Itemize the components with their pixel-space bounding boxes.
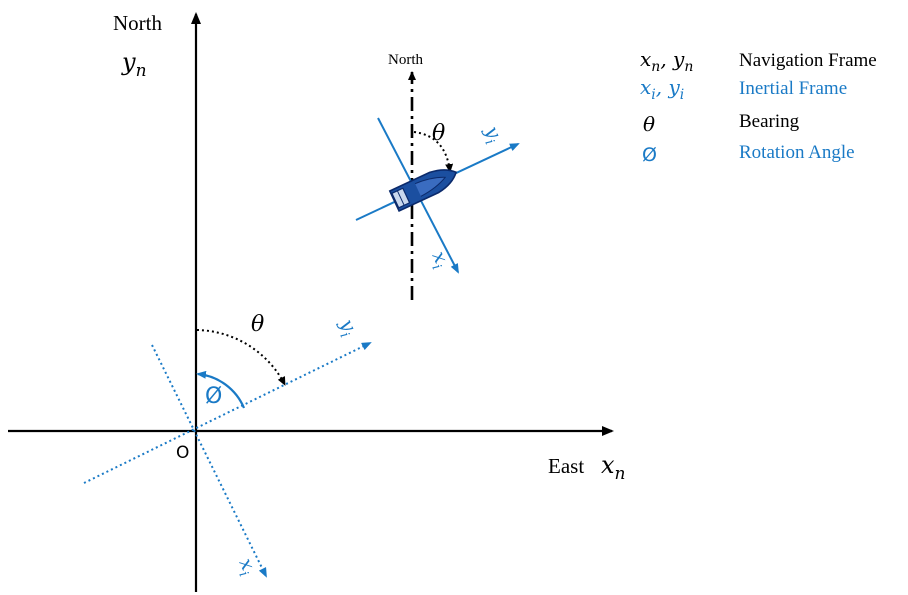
origin-yi-label: yi — [331, 315, 361, 340]
origin-yi-axis — [83, 342, 372, 484]
vessel-theta-label: θ — [432, 121, 445, 146]
legend-item-navigation-frame: xn, yn Navigation Frame — [640, 47, 877, 75]
legend-item-inertial-frame: xi, yi Inertial Frame — [640, 75, 847, 103]
legend-symbol: xi, yi — [640, 75, 684, 103]
xn-axis-label: xn — [601, 451, 626, 484]
origin-xi-axis — [151, 344, 267, 578]
legend-symbol: Ø — [642, 144, 657, 166]
boat-icon — [388, 169, 458, 213]
vessel-yi-label: yi — [476, 122, 506, 147]
origin-phi-label: Ø — [205, 384, 222, 409]
vessel-xi-label: xi — [424, 248, 454, 272]
origin-theta-arc — [196, 329, 286, 386]
origin-theta-label: θ — [251, 312, 264, 337]
vessel-north-label: North — [388, 52, 423, 68]
legend-text: Inertial Frame — [739, 78, 847, 99]
yn-axis-label: yn — [121, 48, 147, 81]
legend-text: Navigation Frame — [739, 50, 877, 71]
origin-label: O — [176, 443, 189, 463]
origin-phi-arc — [196, 370, 246, 409]
legend-text: Rotation Angle — [739, 142, 855, 163]
legend-item-rotation-angle: Ø Rotation Angle — [642, 142, 855, 166]
legend: xn, yn Navigation Frame xi, yi Inertial … — [640, 47, 877, 166]
legend-text: Bearing — [739, 111, 800, 132]
north-axis-label: North — [113, 11, 162, 35]
legend-symbol: xn, yn — [640, 47, 693, 75]
east-axis-label: East — [548, 454, 584, 478]
legend-item-bearing: θ Bearing — [643, 111, 800, 136]
origin-xi-label: xi — [231, 555, 261, 579]
legend-symbol: θ — [643, 112, 655, 136]
